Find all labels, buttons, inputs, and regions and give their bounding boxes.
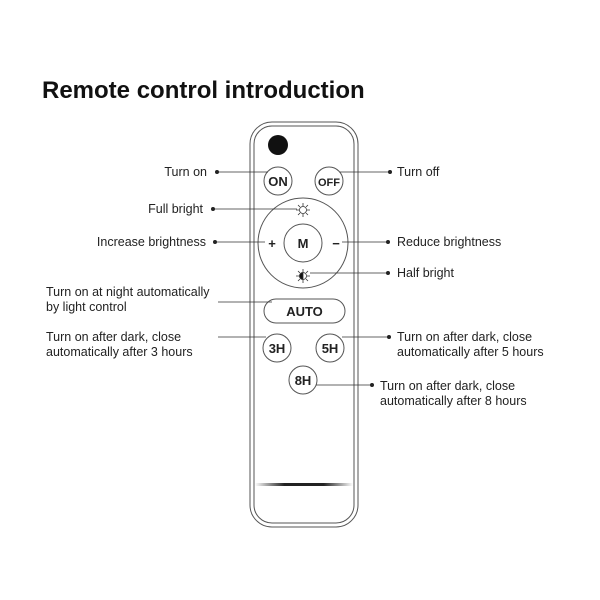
label-5h-line1: Turn on after dark, close — [397, 330, 532, 344]
mode-button[interactable]: M — [283, 223, 323, 263]
label-auto-line2: by light control — [46, 300, 127, 314]
svg-text:8H: 8H — [295, 373, 312, 388]
callouts — [211, 170, 392, 387]
label-auto-line1: Turn on at night automatically — [46, 285, 210, 299]
svg-text:M: M — [298, 236, 309, 251]
increase-button[interactable]: + — [268, 236, 276, 251]
svg-text:OFF: OFF — [318, 177, 340, 189]
label-turn-off: Turn off — [397, 165, 440, 179]
label-3h-line1: Turn on after dark, close — [46, 330, 181, 344]
label-full-bright: Full bright — [148, 202, 203, 216]
timer-3h-button[interactable]: 3H — [262, 333, 292, 363]
page-title: Remote control introduction — [42, 77, 365, 104]
label-8h-line1: Turn on after dark, close — [380, 379, 515, 393]
svg-text:3H: 3H — [269, 341, 286, 356]
half-bright-button[interactable] — [296, 269, 310, 283]
label-half-bright: Half bright — [397, 266, 454, 280]
decrease-button[interactable]: − — [332, 236, 340, 251]
svg-text:5H: 5H — [322, 341, 339, 356]
brightness-ring: + − M — [257, 197, 349, 289]
svg-text:+: + — [268, 236, 276, 251]
label-increase: Increase brightness — [97, 235, 206, 249]
off-button[interactable]: OFF — [314, 166, 344, 196]
svg-text:ON: ON — [268, 174, 288, 189]
label-reduce: Reduce brightness — [397, 235, 501, 249]
svg-text:−: − — [332, 236, 340, 251]
label-3h-line2: automatically after 3 hours — [46, 345, 193, 359]
auto-button[interactable]: AUTO — [263, 298, 346, 324]
full-bright-button[interactable] — [296, 203, 310, 217]
sun-outline-icon — [296, 203, 310, 217]
bottom-stripe — [255, 483, 353, 486]
half-sun-icon — [296, 269, 310, 283]
label-8h-line2: automatically after 8 hours — [380, 394, 527, 408]
timer-5h-button[interactable]: 5H — [315, 333, 345, 363]
svg-text:AUTO: AUTO — [286, 304, 323, 319]
label-turn-on: Turn on — [164, 165, 207, 179]
on-button[interactable]: ON — [263, 166, 293, 196]
label-5h-line2: automatically after 5 hours — [397, 345, 544, 359]
remote-body — [249, 121, 359, 528]
timer-8h-button[interactable]: 8H — [288, 365, 318, 395]
ir-indicator — [268, 135, 288, 155]
